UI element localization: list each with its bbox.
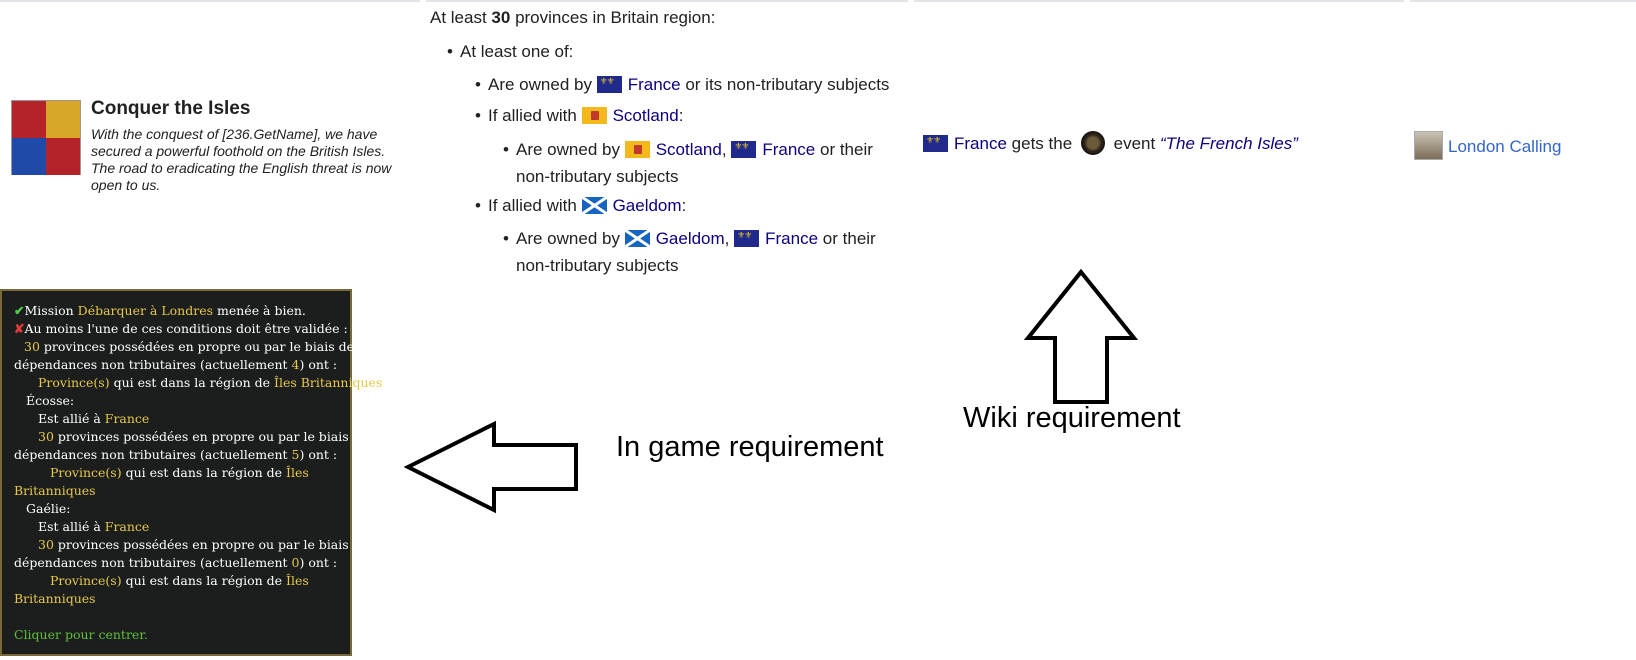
table-top-border (1410, 0, 1636, 2)
cross-icon: ✘ (14, 321, 25, 336)
france-link[interactable]: France (762, 140, 816, 159)
table-top-border (0, 0, 420, 2)
scotland-link[interactable]: Scotland (655, 140, 722, 159)
france-flag-icon (923, 135, 948, 152)
requirement-owned-by-france: Are owned by France or its non-tributary… (475, 75, 889, 95)
requirement-non-tributary: non-tributary subjects (516, 256, 679, 275)
gaeldom-flag-icon (581, 197, 607, 214)
gaeldom-link[interactable]: Gaeldom (655, 229, 725, 248)
scotland-flag-icon (624, 141, 650, 158)
label-wiki-requirement: Wiki requirement (963, 402, 1181, 434)
event-link[interactable]: “The French Isles” (1159, 134, 1298, 153)
event-icon (1080, 131, 1105, 155)
label-ingame-requirement: In game requirement (616, 431, 884, 463)
tooltip-line: ✘Au moins l'une de ces conditions doit ê… (14, 321, 348, 336)
tooltip-line: 30 provinces possédées en propre ou par … (38, 537, 369, 552)
mission-title: Conquer the Isles (91, 98, 251, 119)
gaeldom-flag-icon (624, 230, 650, 247)
france-flag-icon (596, 76, 622, 93)
requirement-owned-gaeldom-france: Are owned by Gaeldom, France or their (503, 229, 876, 249)
tooltip-line: Est allié à France (38, 411, 150, 426)
france-link[interactable]: France (627, 75, 681, 94)
mission-icon (11, 100, 81, 175)
mission-effect: France gets the event “The French Isles” (923, 131, 1298, 155)
tooltip-click-to-center[interactable]: Cliquer pour centrer. (14, 627, 148, 642)
tooltip-line: Province(s) qui est dans la région de Îl… (50, 573, 309, 588)
requirement-one-of: At least one of: (447, 42, 573, 62)
scotland-flag-icon (581, 107, 607, 124)
tooltip-line: dépendances non tributaires (actuellemen… (14, 555, 338, 570)
scotland-link[interactable]: Scotland (612, 106, 679, 125)
tooltip-line: 30 provinces possédées en propre ou par … (38, 429, 369, 444)
requirement-if-allied-gaeldom: If allied with Gaeldom: (475, 196, 686, 216)
requirement-non-tributary: non-tributary subjects (516, 167, 679, 186)
gaeldom-link[interactable]: Gaeldom (612, 196, 682, 215)
london-calling-icon (1414, 131, 1443, 160)
france-link[interactable]: France (954, 134, 1007, 153)
france-link[interactable]: France (765, 229, 819, 248)
next-mission: London Calling (1414, 131, 1561, 160)
check-icon: ✔ (14, 303, 25, 318)
ingame-tooltip: ✔Mission Débarquer à Londres menée à bie… (0, 289, 382, 656)
tooltip-line: Britanniques (14, 483, 96, 498)
tooltip-line: Province(s) qui est dans la région de Îl… (50, 465, 309, 480)
tooltip-line: dépendances non tributaires (actuellemen… (14, 447, 338, 462)
tooltip-line: Est allié à France (38, 519, 150, 534)
france-flag-icon (731, 141, 757, 158)
tooltip-line: Gaélie: (26, 501, 71, 516)
mission-description: With the conquest of [236.GetName], we h… (91, 126, 392, 193)
london-calling-link[interactable]: London Calling (1448, 137, 1562, 156)
tooltip-line: ✔Mission Débarquer à Londres menée à bie… (14, 303, 306, 318)
up-arrow-icon (1024, 268, 1138, 404)
france-flag-icon (734, 230, 760, 247)
requirement-if-allied-scotland: If allied with Scotland: (475, 106, 684, 126)
tooltip-line: dépendances non tributaires (actuellemen… (14, 357, 338, 372)
tooltip-line: Province(s) qui est dans la région de Îl… (38, 375, 383, 390)
tooltip-line: Écosse: (26, 393, 75, 408)
tooltip-line: 30 provinces possédées en propre ou par … (24, 339, 355, 354)
tooltip-line: Britanniques (14, 591, 96, 606)
requirement-owned-scotland-france: Are owned by Scotland, France or their (503, 140, 873, 160)
left-arrow-icon (404, 420, 578, 514)
requirement-line-provinces: At least 30 provinces in Britain region: (430, 8, 716, 27)
table-top-border (914, 0, 1404, 2)
table-top-border (426, 0, 908, 2)
